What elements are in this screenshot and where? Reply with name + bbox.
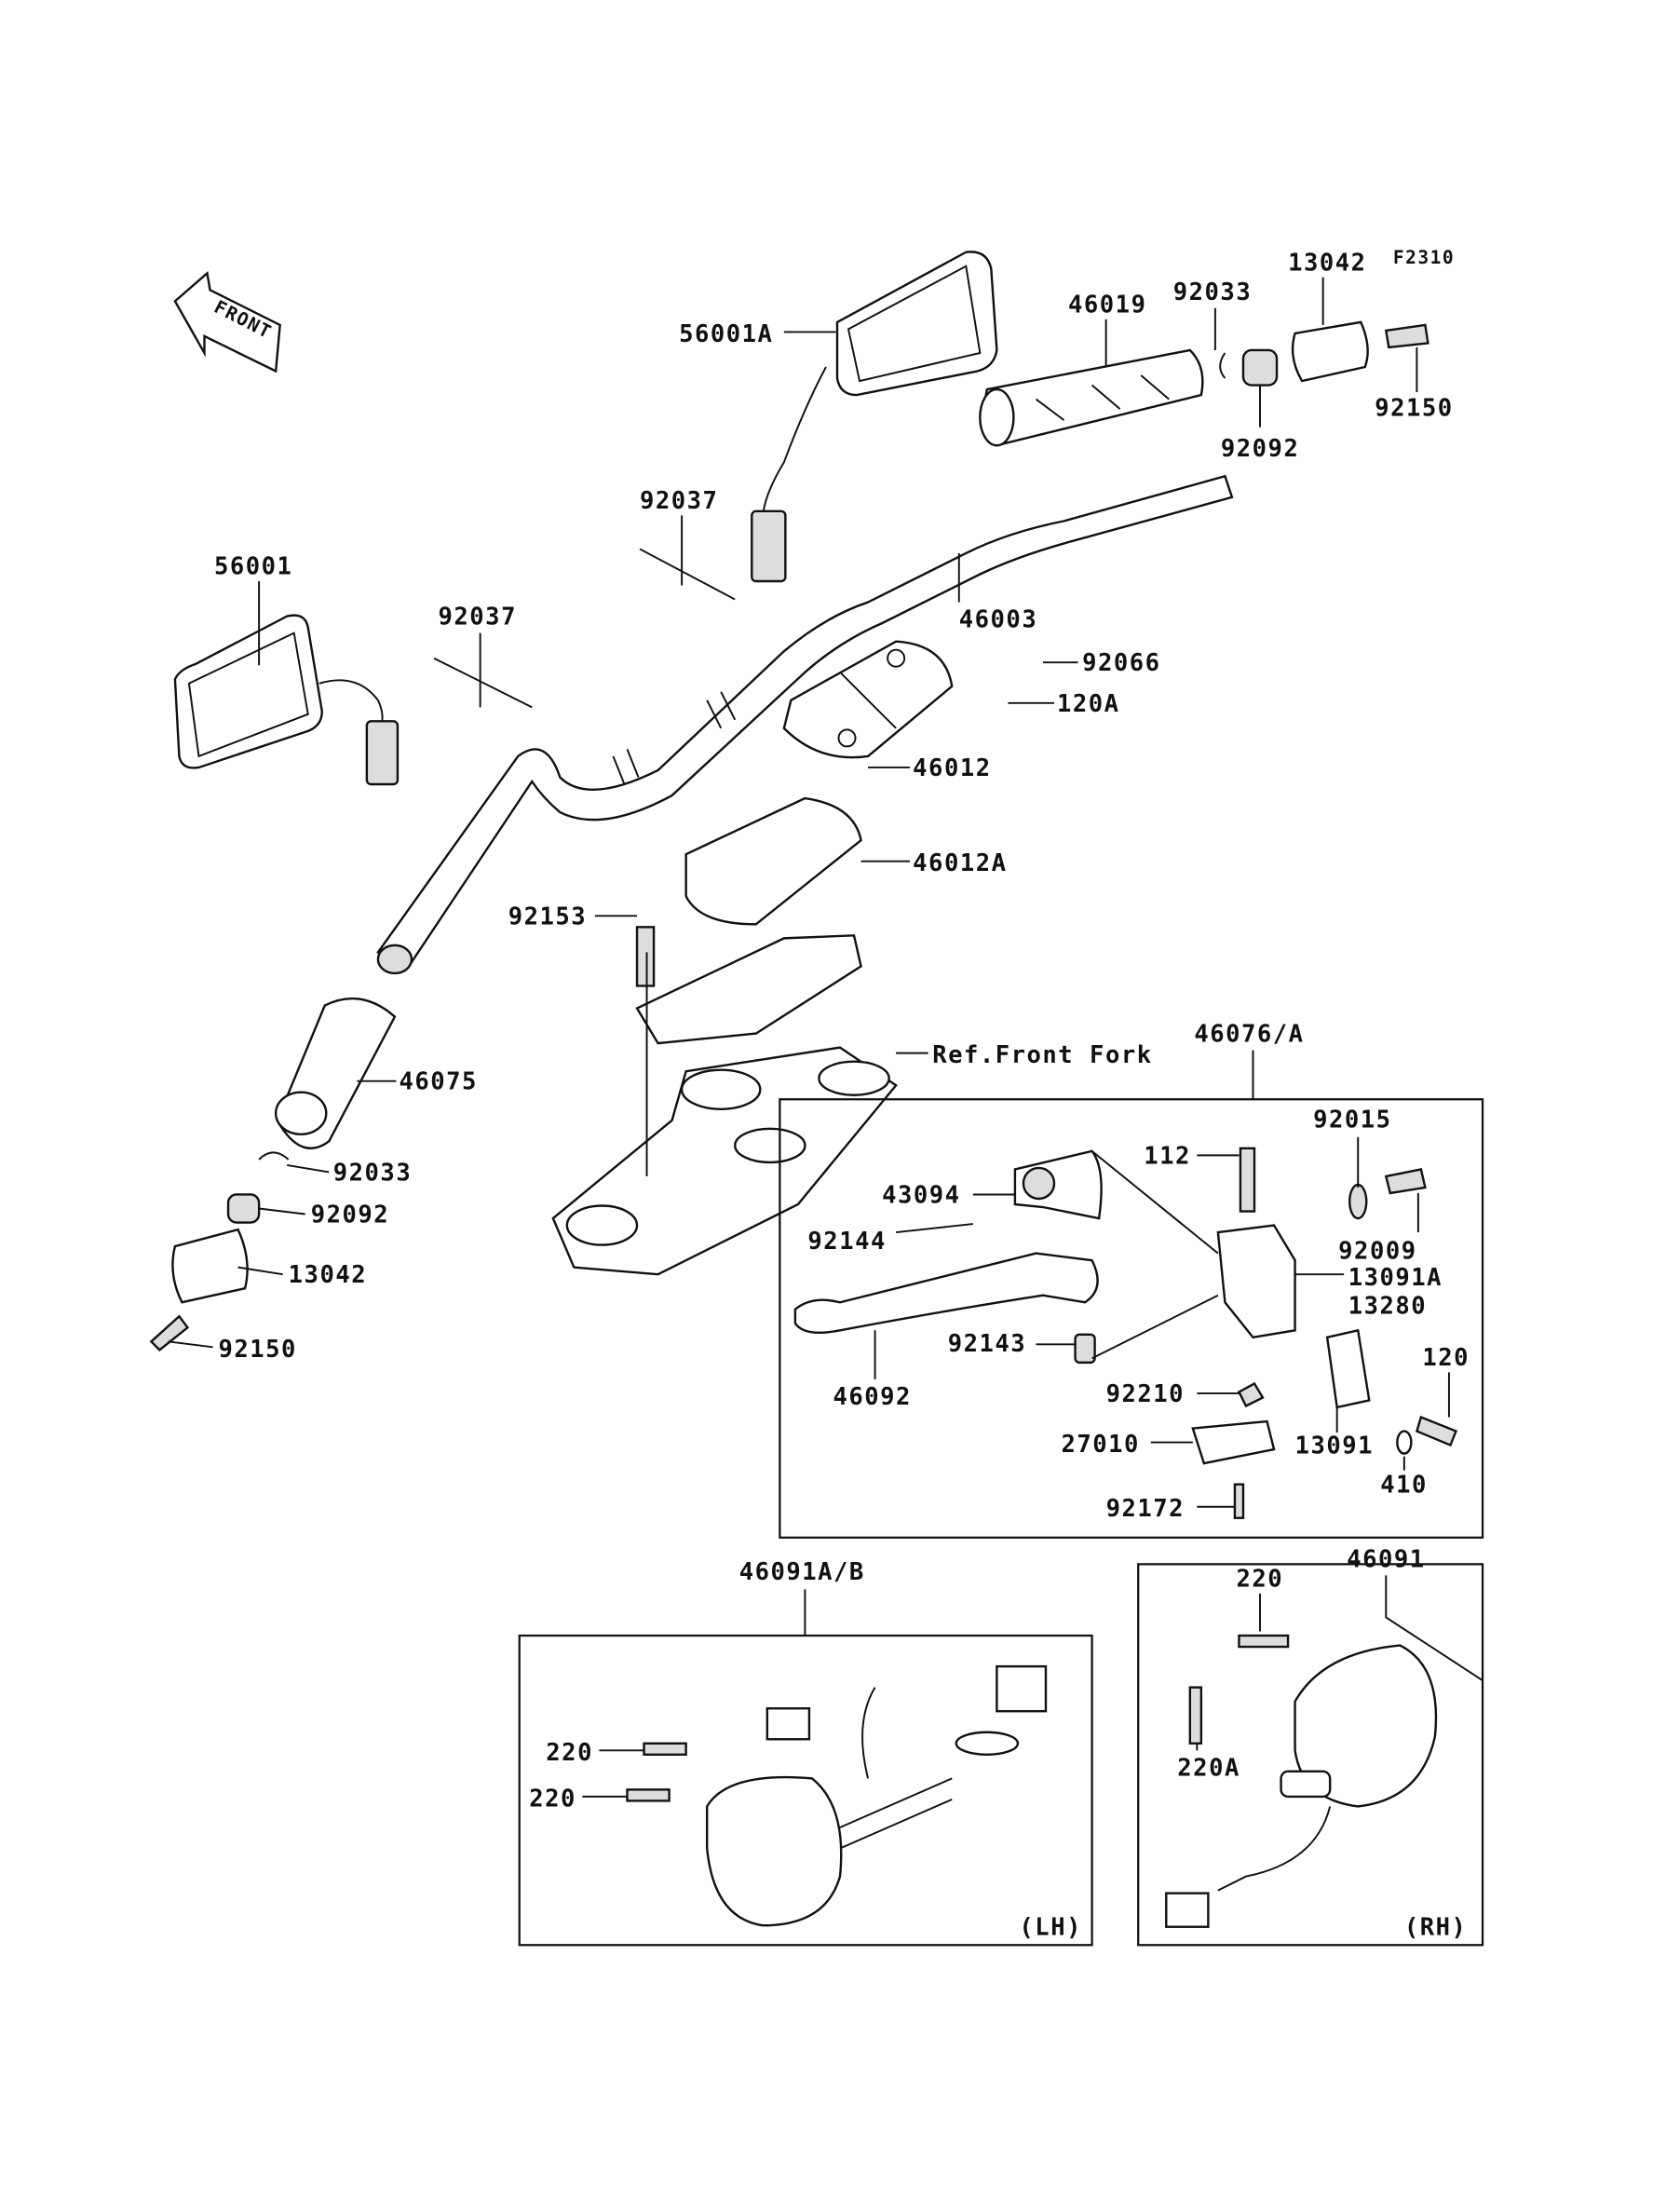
label-92092: 92092 xyxy=(1221,435,1299,463)
label-46092: 46092 xyxy=(833,1383,911,1411)
label-46091ab: 46091A/B xyxy=(739,1558,865,1586)
label-27010: 27010 xyxy=(1062,1431,1140,1459)
bolt-112 xyxy=(1239,1147,1256,1213)
label-92037: 92037 xyxy=(640,487,718,515)
diagram-code: F2310 xyxy=(1393,247,1455,268)
holder-13091 xyxy=(1325,1328,1371,1409)
label-46012: 46012 xyxy=(913,754,991,782)
mirror-56001 xyxy=(173,614,400,786)
label-92092-left: 92092 xyxy=(311,1202,389,1229)
lever-46092 xyxy=(793,1252,1099,1334)
label-13042: 13042 xyxy=(1288,249,1366,277)
label-13042-left: 13042 xyxy=(289,1261,367,1289)
label-92033: 92033 xyxy=(1173,278,1252,306)
label-112: 112 xyxy=(1144,1142,1191,1170)
label-46091: 46091 xyxy=(1347,1545,1425,1573)
label-92009: 92009 xyxy=(1338,1238,1416,1266)
label-13091a: 13091A xyxy=(1348,1264,1443,1292)
circlip-92033-left xyxy=(258,1151,290,1161)
spring-92144 xyxy=(896,1223,973,1234)
collar-92143 xyxy=(1074,1333,1096,1365)
washer-410 xyxy=(1396,1430,1413,1455)
bolt-120 xyxy=(1415,1415,1458,1447)
label-46003: 46003 xyxy=(959,606,1037,634)
switch-27010 xyxy=(1191,1419,1276,1465)
screw-92172 xyxy=(1233,1483,1245,1519)
holder-46012a xyxy=(684,796,862,926)
label-220-lh-upper: 220 xyxy=(546,1739,593,1767)
right-switch-housing xyxy=(1165,1634,1438,1928)
label-92172: 92172 xyxy=(1106,1495,1185,1523)
label-220a: 220A xyxy=(1177,1754,1240,1782)
weight-92092 xyxy=(1241,348,1279,387)
weight-92092-left xyxy=(226,1193,261,1224)
label-46019: 46019 xyxy=(1068,291,1146,319)
bolt-92150-left xyxy=(149,1314,190,1351)
label-92153: 92153 xyxy=(508,903,587,930)
label-lh: (LH) xyxy=(1019,1914,1082,1942)
holder-13091a xyxy=(1216,1224,1296,1339)
circlip-92033 xyxy=(1219,352,1226,379)
mirror-56001a xyxy=(751,251,998,583)
label-92066: 92066 xyxy=(1082,649,1160,677)
label-92015: 92015 xyxy=(1313,1106,1391,1134)
label-92143: 92143 xyxy=(948,1330,1026,1358)
lever-assembly-box xyxy=(779,1098,1484,1539)
label-92037-left: 92037 xyxy=(439,604,517,631)
nut-92210 xyxy=(1237,1381,1265,1408)
label-120a: 120A xyxy=(1057,690,1120,718)
label-92144: 92144 xyxy=(807,1228,886,1256)
label-120: 120 xyxy=(1422,1344,1470,1372)
steering-stem-clamp xyxy=(551,934,898,1276)
label-56001: 56001 xyxy=(214,552,292,580)
label-13280: 13280 xyxy=(1348,1292,1427,1320)
label-13091: 13091 xyxy=(1295,1433,1374,1460)
label-43094: 43094 xyxy=(882,1181,960,1209)
label-410: 410 xyxy=(1380,1472,1428,1500)
label-220-lh-lower: 220 xyxy=(529,1785,576,1813)
label-92150: 92150 xyxy=(1375,395,1453,423)
weight-13042-left xyxy=(171,1228,249,1304)
rh-switch-box xyxy=(1137,1563,1484,1947)
label-46076a: 46076/A xyxy=(1194,1021,1304,1049)
bolt-92153 xyxy=(635,926,656,987)
part-labels: 56001A 46019 92033 13042 92150 92092 920… xyxy=(214,249,1470,1942)
reference-note: Ref.Front Fork xyxy=(932,1041,1152,1069)
handlebar-46003 xyxy=(376,474,1234,975)
label-92033-left: 92033 xyxy=(333,1159,412,1187)
left-switch-housing xyxy=(626,1664,1048,1927)
grip-46075 xyxy=(274,997,397,1150)
label-56001a: 56001A xyxy=(679,320,773,348)
label-46075: 46075 xyxy=(399,1068,477,1096)
leader-lines xyxy=(168,277,1484,1798)
label-46012a: 46012A xyxy=(913,849,1007,877)
screw-92009 xyxy=(1384,1168,1427,1195)
label-92210: 92210 xyxy=(1106,1380,1185,1408)
weight-13042 xyxy=(1291,320,1369,383)
label-220-rh: 220 xyxy=(1236,1565,1283,1593)
bolt-92150 xyxy=(1384,323,1429,349)
label-92150-left: 92150 xyxy=(219,1336,297,1364)
front-arrow-icon: FRONT xyxy=(173,270,281,373)
label-rh: (RH) xyxy=(1404,1914,1468,1942)
grip-46019 xyxy=(979,348,1204,447)
adjuster-92015 xyxy=(1348,1183,1368,1220)
